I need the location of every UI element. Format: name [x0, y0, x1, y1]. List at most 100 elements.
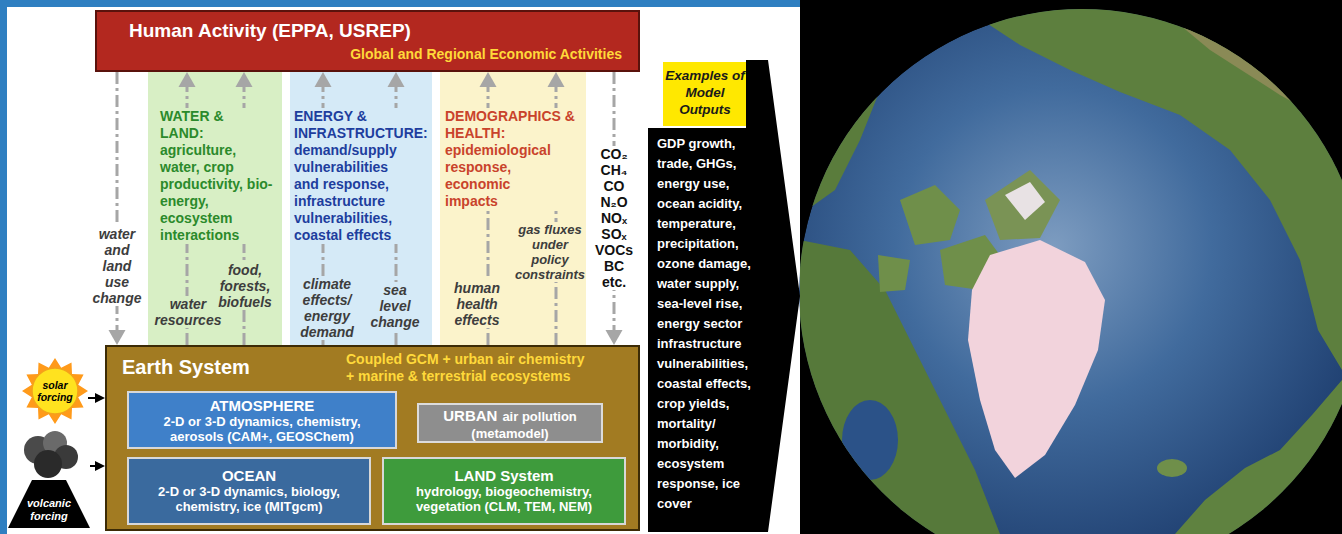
box-text: 2-D or 3-D dynamics, chemistry, aerosols…: [129, 414, 395, 444]
box-title: Human Activity (EPPA, USREP): [97, 12, 638, 42]
panel-text: agriculture, water, crop productivity, b…: [148, 142, 282, 244]
connector-line: [116, 72, 119, 332]
model-box: OCEAN2-D or 3-D dynamics, biology, chemi…: [127, 457, 371, 525]
greenland-ice: [968, 240, 1105, 478]
edge-label: water and land use change: [90, 226, 144, 306]
box-subtitle: Coupled GCM + urban air chemistry + mari…: [346, 351, 592, 385]
sun-disc: [32, 368, 78, 414]
output-arrow-shape: [648, 60, 800, 532]
edge-label: sea level change: [368, 282, 422, 330]
connector: [88, 393, 105, 403]
hudson-bay: [842, 400, 898, 480]
forcing-label: solar forcing: [33, 379, 77, 403]
gas-name: etc.: [589, 274, 639, 290]
activity-box: Human Activity (EPPA, USREP)Global and R…: [95, 10, 640, 72]
connector: [315, 72, 332, 345]
panel-text: demand/supply vulnerabilities and respon…: [290, 142, 432, 244]
island-land: [900, 185, 960, 245]
arrow-head: [109, 330, 126, 345]
arrow-head: [606, 330, 623, 345]
box-subtitle: Global and Regional Economic Activities: [97, 42, 638, 63]
model-box: LAND Systemhydrology, biogeochemistry, v…: [382, 457, 626, 525]
outputs-heading-box: Examples of Model Outputs: [663, 62, 747, 126]
gas-name: CH₄: [589, 162, 639, 178]
outputs-list: GDP growth, trade, GHGs, energy use, oce…: [657, 134, 763, 514]
arrow-head: [236, 72, 253, 87]
gas-name: BC: [589, 258, 639, 274]
connector: [548, 72, 565, 345]
panel-heading: WATER & LAND:: [148, 108, 282, 142]
arrow-head: [179, 72, 196, 87]
panel-heading: ENERGY & INFRASTRUCTURE:: [290, 108, 432, 142]
connector-line: [555, 86, 558, 346]
connector: [109, 72, 126, 345]
europe-land: [1175, 380, 1342, 534]
gas-name: CO₂: [589, 146, 639, 162]
edge-label: human health effects: [446, 280, 508, 328]
panel-text: epidemiological response, economic impac…: [440, 142, 586, 210]
ice-cap: [1005, 182, 1045, 220]
sun-symbol: solar forcing: [22, 358, 88, 424]
gas-name: NOₓ: [589, 210, 639, 226]
volcano-cone: [8, 480, 90, 528]
gas-name: SOₓ: [589, 226, 639, 242]
iceland-land: [1157, 459, 1187, 477]
arrow-head: [480, 72, 497, 87]
edge-label-box: gas fluxes under policy constraints: [514, 222, 586, 282]
edge-label: gas fluxes under policy constraints: [514, 222, 586, 282]
sun-rays: [22, 358, 88, 424]
connector: [236, 72, 253, 345]
outputs-heading: Examples of Model Outputs: [663, 67, 747, 118]
edge-label-box: water and land use change: [90, 226, 144, 306]
connector-line: [186, 86, 189, 346]
forcing-label: volcanic forcing: [21, 497, 77, 523]
smoke-puff: [34, 450, 62, 478]
gas-list: CO₂CH₄CON₂ONOₓSOₓVOCsBCetc.: [589, 146, 639, 290]
earth-system-box: Earth System Coupled GCM + urban air chem…: [105, 345, 640, 531]
box-title: ATMOSPHERE: [129, 397, 395, 414]
edge-label: climate effects/ energy demand: [294, 276, 360, 340]
frame-strip: [0, 0, 7, 534]
outputs-arrow: GDP growth, trade, GHGs, energy use, oce…: [648, 60, 800, 532]
edge-label: food, forests, biofuels: [212, 262, 278, 310]
box-title: LAND System: [384, 467, 624, 484]
box-title: URBAN: [443, 407, 497, 424]
box-title: OCEAN: [129, 467, 369, 484]
volcano-symbol: volcanic forcing: [8, 430, 90, 528]
box-title: Earth System: [122, 355, 250, 379]
gas-name: N₂O: [589, 194, 639, 210]
arrow-head: [95, 461, 105, 471]
gas-name: CO: [589, 178, 639, 194]
arrow-head: [548, 72, 565, 87]
island-land: [985, 170, 1060, 240]
connector: [388, 72, 405, 345]
connector-line: [613, 72, 616, 332]
box-text: 2-D or 3-D dynamics, biology, chemistry,…: [129, 484, 369, 514]
panel-heading: DEMOGRAPHICS & HEALTH:: [440, 108, 586, 142]
edge-label-box: climate effects/ energy demand: [294, 276, 360, 340]
connector: [480, 72, 497, 345]
connector-line: [487, 86, 490, 346]
eurasia-land: [1150, 0, 1342, 130]
connector-line: [88, 397, 96, 399]
arrow-head: [315, 72, 332, 87]
arctic-globe: [799, 0, 1342, 534]
edge-label-box: food, forests, biofuels: [212, 262, 278, 310]
edge-label-box: sea level change: [368, 282, 422, 330]
connector: [90, 461, 105, 471]
box-text: hydrology, biogeochemistry, vegetation (…: [384, 484, 624, 514]
model-box: URBANair pollution (metamodel): [417, 403, 603, 443]
connector-line: [243, 86, 246, 346]
connector-line: [90, 465, 96, 467]
arrow-head: [95, 393, 105, 403]
connector: [179, 72, 196, 345]
gas-name: VOCs: [589, 242, 639, 258]
alaska-land: [800, 0, 930, 215]
island-land: [878, 255, 910, 292]
connector: [606, 72, 623, 345]
arrow-head: [388, 72, 405, 87]
connector-line: [395, 86, 398, 346]
connector-line: [322, 86, 325, 346]
edge-label-box: human health effects: [446, 280, 508, 328]
